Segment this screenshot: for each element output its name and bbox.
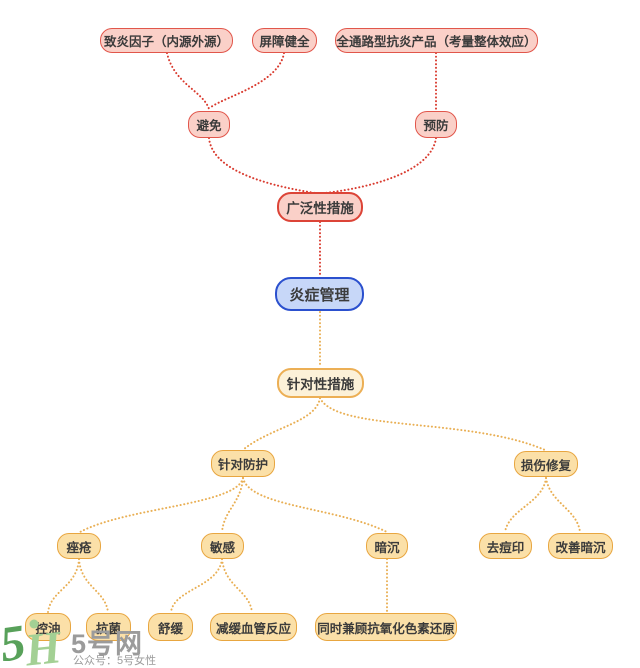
edge-targeted-protect — [243, 397, 321, 450]
node-antibacterial[interactable]: 抗菌 — [86, 613, 131, 641]
edge-sensitive-vascular — [221, 558, 253, 613]
edge-repair-improvedull — [545, 477, 581, 533]
edge-protect-sensitive — [221, 477, 244, 533]
node-sensitivity[interactable]: 敏感 — [201, 533, 244, 559]
edge-acne-oil — [47, 558, 80, 613]
node-broad-measures[interactable]: 广泛性措施 — [277, 192, 363, 222]
node-inflammation-management-root[interactable]: 炎症管理 — [275, 277, 364, 311]
node-prevent[interactable]: 预防 — [415, 111, 457, 138]
node-soothing[interactable]: 舒缓 — [148, 613, 193, 641]
edge-factors-avoid — [166, 52, 210, 110]
node-oil-control[interactable]: 控油 — [25, 613, 71, 641]
node-targeted-protection[interactable]: 针对防护 — [211, 450, 275, 477]
node-improve-dullness[interactable]: 改善暗沉 — [548, 533, 613, 559]
edge-sensitive-soothe — [170, 558, 223, 613]
node-inflammation-factors[interactable]: 致炎因子（内源外源） — [100, 28, 233, 53]
node-barrier-integrity[interactable]: 屏障健全 — [252, 28, 317, 53]
edge-repair-acnemarks — [504, 477, 547, 533]
edge-acne-antibacterial — [78, 558, 109, 613]
node-targeted-measures[interactable]: 针对性措施 — [277, 368, 364, 398]
edge-barrier-avoid — [210, 52, 285, 108]
edge-prevent-broad — [324, 137, 437, 194]
edge-protect-acne — [79, 477, 244, 533]
edge-protect-dull — [242, 477, 388, 533]
node-damage-repair[interactable]: 损伤修复 — [514, 451, 578, 477]
node-acne[interactable]: 痤疮 — [57, 533, 101, 559]
edge-targeted-repair — [319, 397, 546, 451]
node-avoid[interactable]: 避免 — [188, 111, 230, 138]
node-acne-mark-removal[interactable]: 去痘印 — [479, 533, 532, 559]
node-antioxidant-pigment-restore[interactable]: 同时兼顾抗氧化色素还原 — [315, 613, 457, 641]
node-full-pathway-product[interactable]: 全通路型抗炎产品（考量整体效应） — [335, 28, 538, 53]
edge-avoid-broad — [208, 137, 316, 194]
node-dullness[interactable]: 暗沉 — [366, 533, 408, 559]
node-reduce-vascular-reaction[interactable]: 减缓血管反应 — [210, 613, 297, 641]
